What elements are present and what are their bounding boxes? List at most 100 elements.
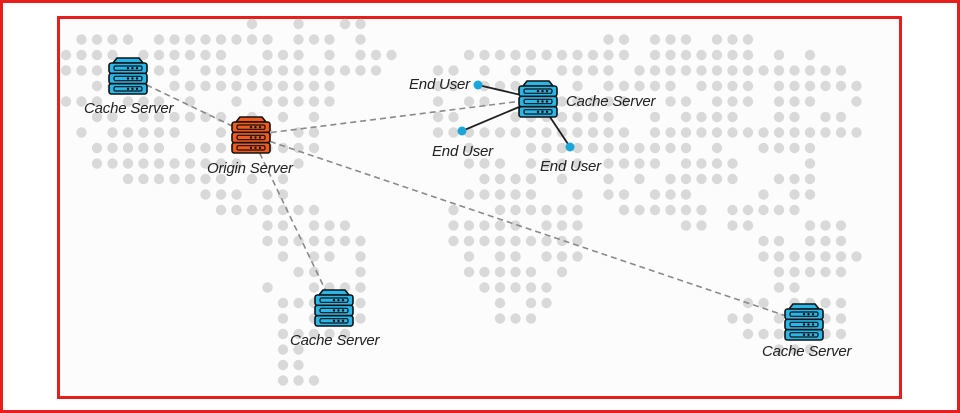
map-dot xyxy=(277,111,289,123)
server-icon-led xyxy=(258,125,262,129)
map-dot xyxy=(603,34,614,45)
map-dot xyxy=(556,96,568,107)
map-dot xyxy=(494,173,506,185)
map-dot xyxy=(339,65,351,76)
map-dot xyxy=(742,313,754,324)
map-dot xyxy=(60,96,72,107)
map-dot xyxy=(696,204,707,216)
map-dot xyxy=(804,158,816,169)
server-icon-led xyxy=(249,136,253,139)
map-dot xyxy=(742,204,754,216)
map-dot xyxy=(107,111,118,123)
map-dot xyxy=(727,220,738,231)
map-dot xyxy=(138,142,149,154)
map-dot xyxy=(479,266,490,278)
map-dot xyxy=(835,297,847,309)
map-dot xyxy=(122,127,134,138)
map-dot xyxy=(603,142,614,154)
map-dot xyxy=(339,235,351,247)
origin-server-label: Origin Server xyxy=(207,160,293,177)
server-icon-led xyxy=(545,89,549,93)
map-dot xyxy=(804,266,816,278)
map-dot xyxy=(665,65,676,76)
map-dot xyxy=(773,313,785,324)
map-dot xyxy=(432,65,444,76)
map-dot xyxy=(479,96,490,107)
map-dot xyxy=(308,375,320,386)
map-dot xyxy=(587,65,599,76)
map-dot xyxy=(293,328,304,340)
map-dot xyxy=(463,235,475,247)
map-dot xyxy=(742,127,754,138)
server-icon-led xyxy=(254,125,257,129)
server-icon-bay xyxy=(319,318,349,324)
end-user-dot-user_2[interactable] xyxy=(457,126,467,136)
map-dot xyxy=(541,220,552,231)
map-dot xyxy=(789,111,800,123)
map-dot xyxy=(308,80,320,92)
map-dot xyxy=(541,158,552,169)
map-dot xyxy=(572,49,583,61)
map-dot xyxy=(525,297,537,309)
map-dot xyxy=(200,158,211,169)
server-icon-led xyxy=(258,136,262,139)
map-dot xyxy=(324,235,335,247)
map-dot xyxy=(277,251,289,262)
map-dot xyxy=(727,313,738,324)
map-dot xyxy=(277,235,289,247)
map-dot xyxy=(820,251,831,262)
map-dot xyxy=(510,313,521,324)
map-dot xyxy=(556,65,568,76)
map-dot xyxy=(711,34,723,45)
origin-server-icon[interactable] xyxy=(231,116,271,154)
map-dot xyxy=(448,220,459,231)
map-dot xyxy=(200,49,211,61)
end-user-dot-user_3[interactable] xyxy=(565,142,575,152)
map-dot xyxy=(277,344,289,355)
map-dot xyxy=(696,80,707,92)
map-dot xyxy=(572,158,583,169)
server-icon-led xyxy=(131,87,134,91)
map-dot xyxy=(494,251,506,262)
map-dot xyxy=(293,359,304,371)
map-dot xyxy=(463,142,475,154)
map-dot xyxy=(262,204,273,216)
cache-server-icon-cache_eu[interactable] xyxy=(518,80,558,118)
map-dot xyxy=(820,297,831,309)
server-icon-bay xyxy=(319,307,349,314)
server-icon-led xyxy=(802,312,806,316)
server-icon-bay xyxy=(113,65,143,71)
map-dot xyxy=(680,189,692,200)
map-dot xyxy=(665,204,676,216)
map-dot xyxy=(479,189,490,200)
map-dot xyxy=(184,96,196,107)
world-map-dots xyxy=(60,18,862,386)
map-dot xyxy=(277,359,289,371)
cache-server-icon-cache_sa[interactable] xyxy=(314,289,354,327)
cache-server-icon-cache_au[interactable] xyxy=(784,303,824,341)
map-dot xyxy=(91,65,103,76)
map-dot xyxy=(773,282,785,293)
map-dot xyxy=(76,49,87,61)
map-dot xyxy=(293,375,304,386)
map-dot xyxy=(820,266,831,278)
cache-server-icon-cache_nw[interactable] xyxy=(108,57,148,95)
map-dot xyxy=(107,158,118,169)
map-dot xyxy=(262,96,273,107)
map-dot xyxy=(215,65,227,76)
map-dot xyxy=(820,127,831,138)
map-dot xyxy=(339,328,351,340)
server-icon-bay xyxy=(523,109,553,115)
map-dot xyxy=(231,158,242,169)
map-dot xyxy=(556,251,568,262)
map-dot xyxy=(820,235,831,247)
map-dot xyxy=(494,266,506,278)
end-user-dot-user_1[interactable] xyxy=(473,80,483,90)
map-dot xyxy=(649,65,661,76)
map-dot xyxy=(293,142,304,154)
map-dot xyxy=(773,173,785,185)
map-dot xyxy=(479,235,490,247)
map-dot xyxy=(541,282,552,293)
map-dot xyxy=(727,65,738,76)
map-dot xyxy=(711,111,723,123)
